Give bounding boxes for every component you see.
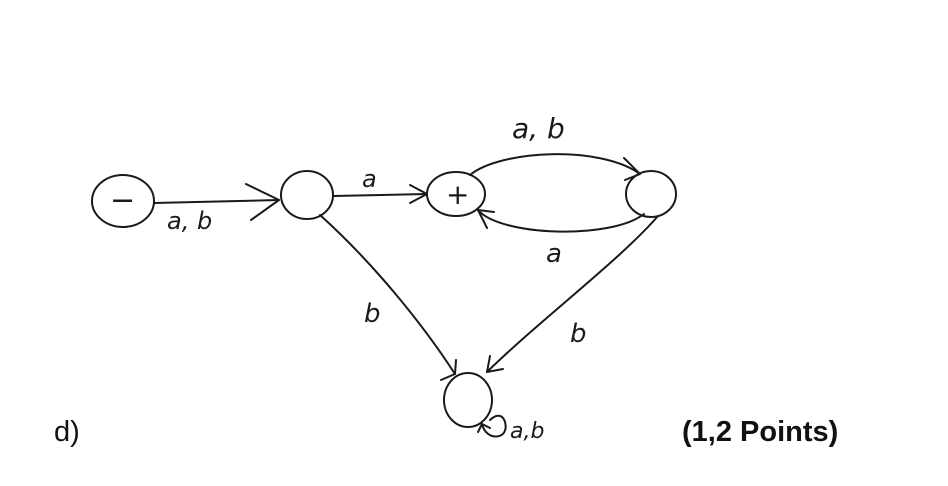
label-q3-to-final-bottom: a [546, 239, 562, 269]
edge-q3-to-sink [486, 215, 659, 373]
state-start [91, 174, 155, 228]
edge-start-to-q1 [153, 199, 280, 204]
start-marker: − [110, 183, 135, 218]
state-q1 [280, 170, 334, 220]
label-final-to-q3-top: a, b [512, 112, 565, 145]
edge-q1-to-final [332, 193, 428, 197]
arrowhead-q1-to-final [409, 184, 428, 204]
arrowhead-q1-to-sink [440, 359, 457, 381]
edge-final-to-q3-top [469, 153, 641, 176]
arrowhead-q3-to-final-bottom [477, 209, 495, 229]
part-label: d) [54, 416, 80, 448]
final-marker: + [446, 178, 469, 211]
state-sink [443, 372, 493, 428]
label-sink-loop: a,b [510, 419, 544, 444]
edge-sink-loop [481, 414, 507, 438]
state-q3 [625, 170, 677, 218]
label-q3-to-sink: b [570, 319, 587, 349]
arrowhead-start-to-q1 [245, 183, 280, 221]
points-label: (1,2 Points) [682, 416, 839, 448]
label-start-to-q1: a, b [167, 207, 212, 235]
edge-q3-to-final-bottom [477, 209, 645, 233]
arrowhead-final-to-q3-top [623, 157, 641, 181]
label-q1-to-sink: b [364, 299, 381, 329]
label-q1-to-final: a [362, 165, 377, 193]
edge-q1-to-sink [319, 214, 456, 375]
arrowhead-q3-to-sink [486, 355, 504, 373]
arrowhead-sink-loop [477, 423, 491, 433]
